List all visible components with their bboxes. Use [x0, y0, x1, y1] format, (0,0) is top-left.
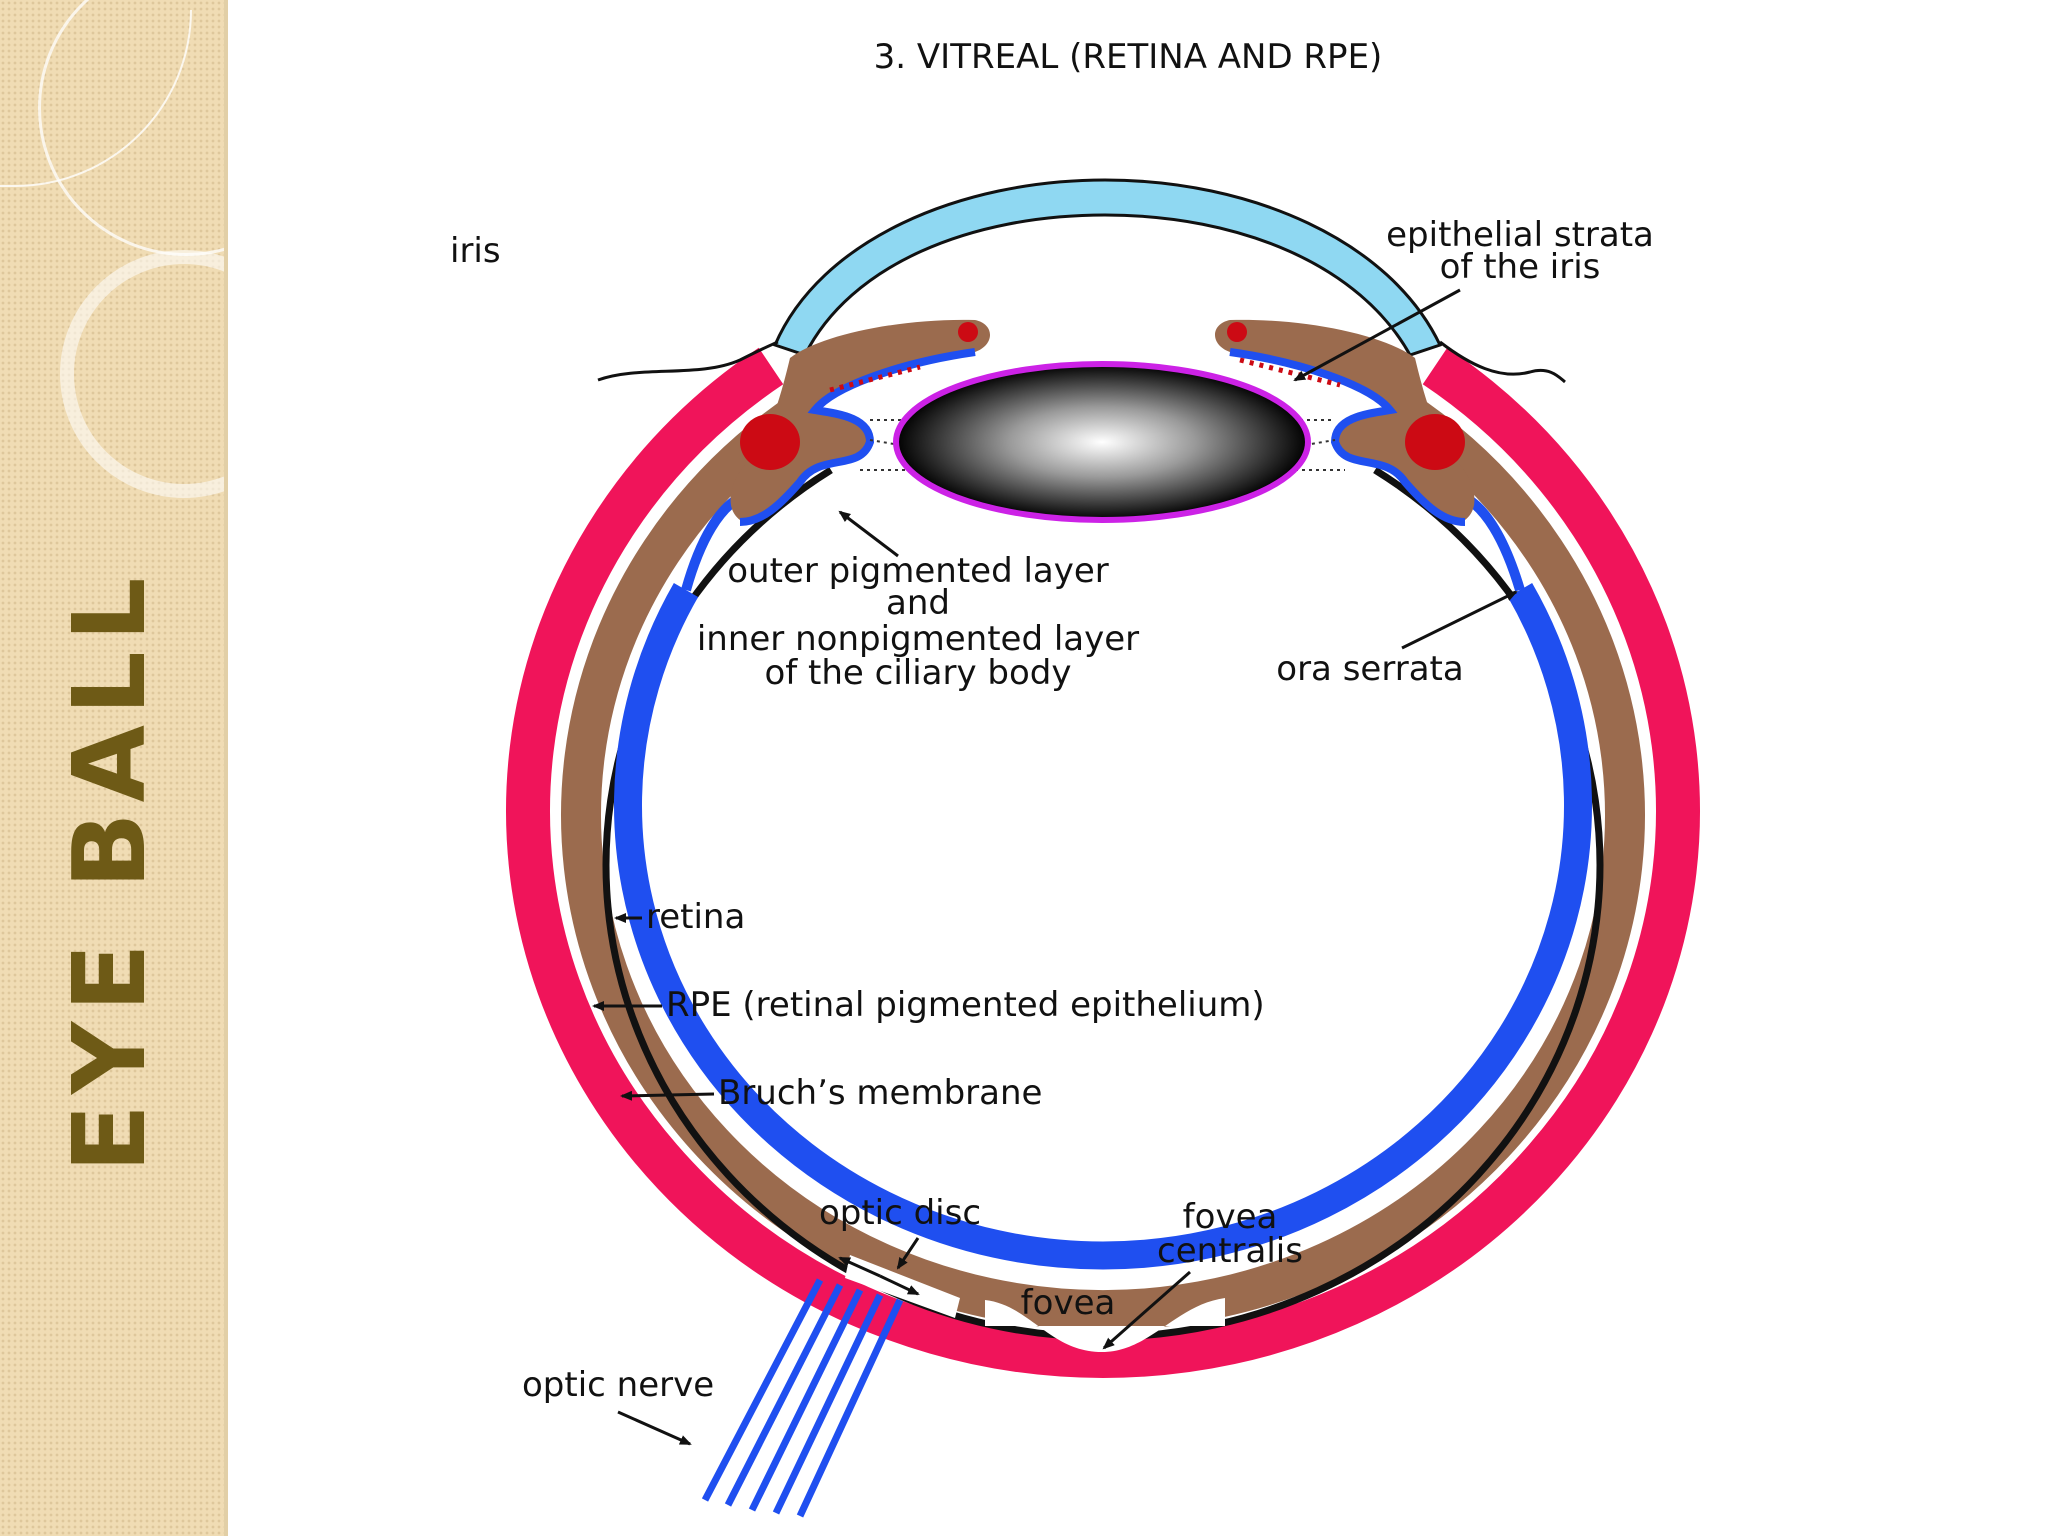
sclera	[506, 347, 1700, 1378]
arrow-fovea-centralis	[1102, 1270, 1191, 1350]
label-iris: iris	[450, 231, 501, 271]
iris-right	[1215, 319, 1475, 520]
diagram-title: 3. VITREAL (RETINA AND RPE)	[874, 37, 1383, 77]
lens	[893, 361, 1311, 523]
retina	[614, 583, 1592, 1270]
ciliary-vessel-left-large	[740, 414, 800, 470]
label-ciliary-line4: of the ciliary body	[764, 653, 1071, 693]
label-ciliary-line1: outer pigmented layer	[727, 551, 1109, 591]
label-optic-disc: optic disc	[819, 1193, 981, 1233]
label-ciliary-line3: inner nonpigmented layer	[697, 619, 1139, 659]
iris-left	[730, 319, 990, 520]
arrow-bruchs-membrane	[620, 1090, 715, 1101]
arrow-optic-disc	[896, 1237, 920, 1270]
ciliary-vessel-left	[958, 322, 978, 342]
conjunctiva-left	[597, 340, 779, 382]
label-fovea: fovea	[1021, 1283, 1116, 1323]
zonular-fibers	[860, 419, 1345, 471]
arrow-ora-serrata	[1401, 590, 1518, 650]
arrow-epithelial-strata	[1293, 288, 1461, 382]
label-epithelial-strata-line1: epithelial strata	[1386, 215, 1654, 255]
arrow-optic-nerve	[617, 1410, 692, 1446]
label-fovea-centralis-line1: fovea	[1183, 1197, 1278, 1237]
label-retina: retina	[646, 897, 745, 937]
ciliary-vessel-right	[1227, 322, 1247, 342]
annotation-arrows	[592, 288, 1518, 1446]
label-fovea-centralis-line2: centralis	[1157, 1231, 1303, 1271]
label-bruchs-membrane: Bruch’s membrane	[718, 1073, 1042, 1113]
iris-pigment-right	[1239, 357, 1341, 388]
label-rpe: RPE (retinal pigmented epithelium)	[666, 985, 1265, 1025]
sidebar-edge	[224, 0, 228, 1536]
conjunctiva-right	[1439, 340, 1566, 384]
sidebar-panel	[0, 0, 228, 1536]
ciliary-vessel-right-large	[1405, 414, 1465, 470]
choroid	[561, 391, 1645, 1331]
arrow-optic-disc-span-b	[879, 1274, 920, 1296]
cornea	[772, 178, 1443, 357]
ciliary-right-blue-edge	[1229, 348, 1466, 526]
arrow-optic-disc-span-a	[838, 1256, 881, 1278]
label-epithelial-strata-line2: of the iris	[1440, 247, 1601, 287]
label-ciliary-line2: and	[886, 583, 950, 623]
label-optic-nerve: optic nerve	[522, 1365, 714, 1405]
label-ora-serrata: ora serrata	[1276, 649, 1463, 689]
arrow-ciliary-body	[838, 510, 899, 558]
optic-nerve	[701, 1278, 904, 1518]
